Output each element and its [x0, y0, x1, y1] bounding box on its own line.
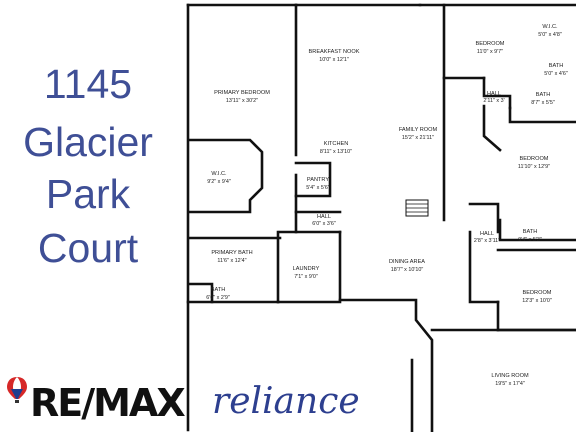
room-kitchen-name: KITCHEN	[324, 141, 349, 147]
room-wic-primary-size: 9'2" x 9'4"	[207, 179, 231, 185]
room-primary-bath-name: PRIMARY BATH	[211, 250, 252, 256]
room-hall-lower-name: HALL	[480, 231, 494, 237]
room-living-room-size: 19'5" x 17'4"	[495, 381, 525, 387]
room-breakfast-nook-size: 10'0" x 12'1"	[319, 57, 349, 63]
room-wic-top-size: 5'0" x 4'8"	[538, 32, 562, 38]
address-line-2: Glacier	[23, 119, 153, 165]
room-family-room-size: 15'2" x 21'11"	[402, 135, 434, 141]
room-bedroom-mid-name: BEDROOM	[520, 156, 549, 162]
room-pantry-name: PANTRY	[307, 177, 329, 183]
room-family-room-name: FAMILY ROOM	[399, 127, 438, 133]
room-bath-small-size: 6'0" x 2'9"	[206, 295, 230, 301]
room-primary-bedroom-name: PRIMARY BEDROOM	[214, 90, 270, 96]
room-laundry-size: 7'1" x 9'0"	[294, 274, 318, 280]
room-bath-small-name: BATH	[211, 287, 226, 293]
wall-right-a	[482, 76, 512, 110]
room-bedroom-bottom-size: 12'3" x 10'0"	[522, 298, 552, 304]
wall-pantry	[294, 161, 332, 198]
room-pantry-size: 5'4" x 5'6"	[306, 185, 330, 191]
room-primary-bedroom-size: 13'11" x 30'2"	[226, 98, 258, 104]
remax-logo-text: RE/MAX	[30, 381, 186, 425]
room-laundry-name: LAUNDRY	[293, 266, 320, 272]
room-dining-area-size: 18'7" x 10'10"	[391, 267, 424, 273]
wall-right-c	[482, 104, 502, 152]
room-hall-right-name: HALL	[487, 91, 501, 97]
room-bath-lower-name: BATH	[523, 229, 538, 235]
address-line-3: Park	[45, 171, 131, 217]
room-bedroom-top-name: BEDROOM	[476, 41, 505, 47]
room-bedroom-top-size: 11'0" x 9'7"	[477, 49, 503, 55]
room-bath-mid-name: BATH	[536, 92, 551, 98]
address-line-1: 1145	[43, 61, 133, 107]
wall-wic	[188, 138, 264, 214]
room-dining-area-name: DINING AREA	[389, 259, 425, 265]
room-hall-center-size: 6'0" x 3'6"	[312, 221, 336, 227]
wall-small-bath	[188, 282, 214, 304]
wall-right-b	[508, 106, 576, 124]
room-primary-bath-size: 11'6" x 12'4"	[217, 258, 246, 264]
room-bath-lower-size: 9'4" x 5'3"	[518, 237, 542, 243]
wall-dining-bottom	[338, 298, 434, 432]
reliance-logo-text: reliance	[212, 381, 360, 422]
address-line-4: Court	[37, 225, 139, 271]
wall-right-f	[468, 202, 500, 234]
room-breakfast-nook-name: BREAKFAST NOOK	[309, 49, 360, 55]
wall-right-g	[468, 230, 500, 304]
room-bath-top-size: 5'0" x 4'6"	[544, 71, 568, 77]
room-living-room-name: LIVING ROOM	[491, 373, 529, 379]
room-bedroom-bottom-name: BEDROOM	[523, 290, 552, 296]
room-wic-top-name: W.I.C.	[542, 24, 558, 30]
room-kitchen-size: 8'11" x 13'10"	[320, 149, 352, 155]
room-bedroom-mid-size: 11'10" x 12'9"	[518, 164, 550, 170]
room-hall-center-name: HALL	[317, 214, 331, 220]
room-hall-right-size: 2'11" x 3'	[483, 98, 504, 104]
room-wic-primary-name: W.I.C.	[211, 171, 227, 177]
hot-air-balloon-icon	[7, 377, 27, 403]
wall-right-e	[498, 218, 576, 242]
room-bath-mid-size: 8'7" x 5'5"	[531, 100, 555, 106]
room-bath-top-name: BATH	[549, 63, 564, 69]
room-hall-lower-size: 2'8" x 3'11"	[474, 238, 500, 244]
wall-top-c	[418, 3, 486, 80]
